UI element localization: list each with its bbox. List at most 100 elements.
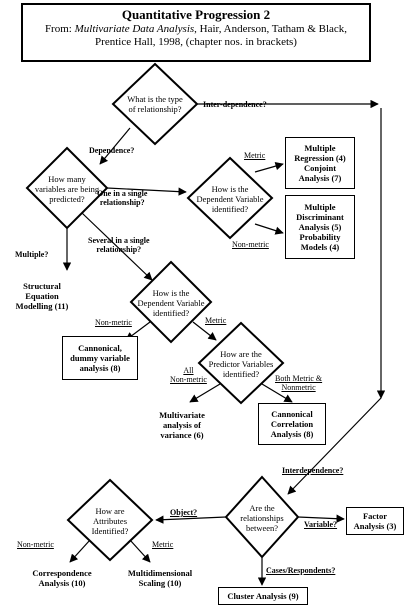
outcome-line: Multidimensional — [127, 568, 193, 578]
decision-line: of relationship? — [128, 104, 182, 114]
title-authors: , Hair, Anderson, Tatham & Black, — [194, 23, 348, 35]
decision-line: How is the — [152, 288, 190, 298]
page-title: Quantitative Progression 2 — [121, 7, 271, 22]
outcome-line: Analysis (8) — [270, 429, 314, 439]
decision-line: Dependent Variable — [137, 298, 205, 308]
label-metric-2: Metric — [205, 316, 227, 325]
decision-text-dependent-identified-2: How is the Dependent Variable identified… — [132, 288, 210, 318]
label-metric-3: Metric — [152, 540, 174, 549]
outcome-line: Models (4) — [300, 242, 340, 252]
outcome-cluster: Cluster Analysis (9) — [218, 587, 308, 605]
label-line: One in a single — [97, 189, 148, 198]
decision-line: identified? — [222, 369, 260, 379]
outcome-line: Cannonical — [271, 409, 313, 419]
decision-line: How are — [95, 506, 125, 516]
outcome-cannonical-correlation: Cannonical Correlation Analysis (8) — [258, 403, 326, 445]
label-object: Object? — [170, 508, 198, 517]
decision-line: What is the type — [127, 94, 183, 104]
decision-diamond-predictor-identified — [197, 321, 285, 405]
outcome-line: Equation — [25, 291, 59, 301]
decision-diamond-relationship-type — [111, 62, 199, 146]
decision-line: How are the — [220, 349, 262, 359]
outcome-line: Multiple — [304, 202, 336, 212]
connector-variable — [297, 514, 345, 523]
outcome-cannonical-dummy: Cannonical, dummy variable analysis (8) — [62, 336, 138, 380]
title-book: Multivariate Data Analysis — [74, 23, 195, 35]
decision-line: Are the — [249, 503, 275, 513]
label-all-non-metric: All Non-metric — [170, 366, 207, 384]
label-line: Non-metric — [170, 375, 207, 384]
decision-line: between? — [245, 523, 279, 533]
outcome-line: Regression (4) — [294, 153, 346, 163]
connector-non-metric-3 — [69, 539, 91, 563]
title-box: Quantitative Progression 2 From: Multiva… — [21, 3, 371, 62]
connector-several-single — [81, 212, 153, 281]
outcome-line: Conjoint — [303, 163, 337, 173]
label-non-metric-2: Non-metric — [95, 318, 132, 327]
decision-diamond-dependent-identified-1 — [186, 156, 274, 240]
label-dependence: Dependence? — [89, 146, 135, 155]
title-publisher: Prentice Hall, 1998, (chapter nos. in br… — [95, 36, 297, 48]
label-cases-respondents: Cases/Respondents? — [266, 566, 336, 575]
label-interdependence-bottom: Interdependence? — [282, 466, 344, 475]
outcome-line: Multivariate — [159, 410, 205, 420]
label-variable: Variable? — [304, 520, 338, 529]
connector-one-single — [106, 187, 187, 196]
connector-metric-3 — [129, 539, 151, 563]
decision-line: Identified? — [91, 526, 129, 536]
outcome-line: Correlation — [270, 419, 314, 429]
decision-line: How is the — [211, 184, 249, 194]
decision-text-relationships-between: Are the relationships between? — [228, 503, 296, 533]
connector-non-metric-1 — [254, 223, 284, 235]
label-non-metric-1: Non-metric — [232, 240, 269, 249]
label-non-metric-3: Non-metric — [17, 540, 54, 549]
outcome-factor: Factor Analysis (3) — [346, 507, 404, 535]
title-from: From: — [44, 23, 72, 35]
decision-text-attributes-identified: How are Attributes Identified? — [72, 506, 148, 536]
outcome-mds: Multidimensional Scaling (10) — [118, 564, 202, 592]
outcome-line: Analysis (10) — [38, 578, 86, 588]
decision-line: identified? — [211, 204, 249, 214]
label-metric-1: Metric — [244, 151, 266, 160]
outcome-line: Factor — [362, 511, 388, 521]
outcome-line: Analysis (7) — [298, 173, 342, 183]
connector-metric-2 — [192, 321, 217, 341]
decision-line: Dependent Variable — [196, 194, 264, 204]
label-line: Several in a single — [88, 236, 150, 245]
decision-text-dependent-identified-1: How is the Dependent Variable identified… — [190, 184, 270, 214]
decision-diamond-dependent-identified-2 — [129, 260, 213, 344]
label-line: Nonmetric — [281, 383, 316, 392]
decision-line: How many — [48, 174, 86, 184]
decision-line: variables are being — [34, 184, 100, 194]
outcome-line: Analysis (3) — [353, 521, 397, 531]
connector-all-non-metric — [189, 383, 221, 403]
outcome-line: Probability — [299, 232, 341, 242]
outcome-line: Correspondence — [32, 568, 92, 578]
outcome-sem: Structural Equation Modelling (11) — [7, 272, 77, 320]
outcome-multiple-regression: Multiple Regression (4) Conjoint Analysi… — [285, 137, 355, 189]
outcome-line: Structural — [23, 281, 61, 291]
decision-line: relationships — [240, 513, 284, 523]
outcome-line: dummy variable — [70, 353, 130, 363]
label-interdependence-top: Inter-dependence? — [203, 100, 267, 109]
label-line: Both Metric & — [275, 374, 323, 383]
connector-metric-1 — [254, 162, 284, 173]
outcome-line: Discriminant — [296, 212, 344, 222]
connector-both-metric — [261, 383, 293, 403]
decision-diamond-attributes-identified — [66, 478, 154, 562]
decision-line: Attributes — [93, 516, 127, 526]
outcome-line: Scaling (10) — [138, 578, 182, 588]
outcome-line: analysis (8) — [79, 363, 121, 373]
label-line: relationship? — [99, 198, 145, 207]
label-line: All — [183, 366, 194, 375]
outcome-discriminant: Multiple Discriminant Analysis (5) Proba… — [285, 195, 355, 259]
decision-line: identified? — [152, 308, 190, 318]
outcome-line: Modelling (11) — [15, 301, 69, 311]
outcome-line: Cluster Analysis (9) — [227, 591, 299, 601]
outcome-line: Cannonical, — [78, 343, 122, 353]
connector-dependence — [99, 127, 131, 165]
outcome-line: analysis of — [162, 420, 202, 430]
decision-line: predicted? — [49, 194, 85, 204]
outcome-line: Analysis (5) — [298, 222, 342, 232]
decision-text-relationship-type: What is the type of relationship? — [115, 94, 195, 114]
